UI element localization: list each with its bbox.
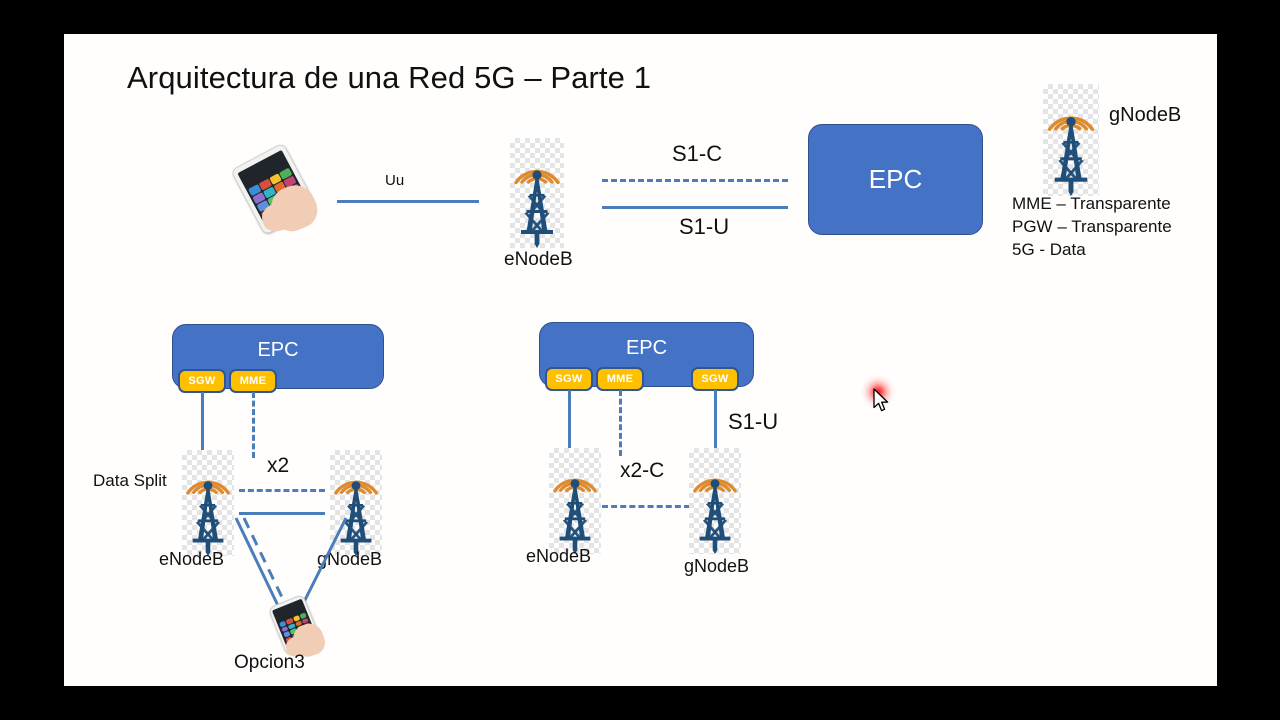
note-mme: MME – Transparente <box>1012 194 1171 213</box>
chip-sgw-right-1: SGW <box>545 367 593 391</box>
mme-to-gnodeb-line-left <box>252 392 255 458</box>
x2-user-line-left <box>239 512 325 515</box>
ue-smartphone-left <box>266 593 329 661</box>
ue-smartphone-top <box>230 142 324 237</box>
x2-control-line-left <box>239 489 325 492</box>
s1u-label-right: S1-U <box>728 409 779 434</box>
sgw-to-enodeb-line-left <box>201 392 204 458</box>
uu-link-line <box>337 200 479 203</box>
note-5g-data: 5G - Data <box>1012 240 1086 259</box>
s1c-link-line <box>602 179 788 182</box>
s1c-label: S1-C <box>672 141 723 166</box>
s1u-link-line <box>602 206 788 209</box>
enodeb-tower-icon-left <box>182 450 234 556</box>
opcion3-caption: Opcion3 <box>234 652 305 673</box>
presentation-slide: Arquitectura de una Red 5G – Parte 1 <box>64 34 1217 686</box>
gnodeb-tower-icon-right <box>689 448 741 554</box>
chip-mme-left: MME <box>229 369 277 393</box>
mouse-cursor-icon <box>873 388 891 414</box>
x2c-link-line <box>602 505 690 508</box>
data-split-label: Data Split <box>93 471 167 490</box>
enodeb-label-left: eNodeB <box>159 549 225 569</box>
x2-label: x2 <box>267 454 290 477</box>
note-pgw: PGW – Transparente <box>1012 217 1172 236</box>
page-title: Arquitectura de una Red 5G – Parte 1 <box>127 60 652 95</box>
enodeb-label-right: eNodeB <box>526 546 592 566</box>
gnodeb-tower-icon-top <box>1043 84 1099 196</box>
s1u-label: S1-U <box>679 214 730 239</box>
gnodeb-tower-icon-left <box>330 450 382 556</box>
chip-sgw-left: SGW <box>178 369 226 393</box>
enodeb-tower-icon-right <box>549 448 601 554</box>
chip-sgw-right-2: SGW <box>691 367 739 391</box>
gnodeb-label-left: gNodeB <box>317 549 383 569</box>
gnodeb-label-top: gNodeB <box>1109 104 1182 126</box>
chip-mme-right: MME <box>596 367 644 391</box>
epc-box-top: EPC <box>808 124 983 235</box>
ue-links-left <box>234 517 348 615</box>
sgw2-to-gnodeb-line-right <box>714 390 717 456</box>
x2c-label: x2-C <box>620 459 665 482</box>
gnodeb-label-right: gNodeB <box>684 556 750 576</box>
sgw1-to-enodeb-line-right <box>568 390 571 456</box>
enodeb-tower-icon-top <box>510 138 564 248</box>
enodeb-label-top: eNodeB <box>504 249 573 270</box>
mme-to-enodeb-line-right <box>619 390 622 456</box>
uu-interface-label: Uu <box>385 172 405 189</box>
